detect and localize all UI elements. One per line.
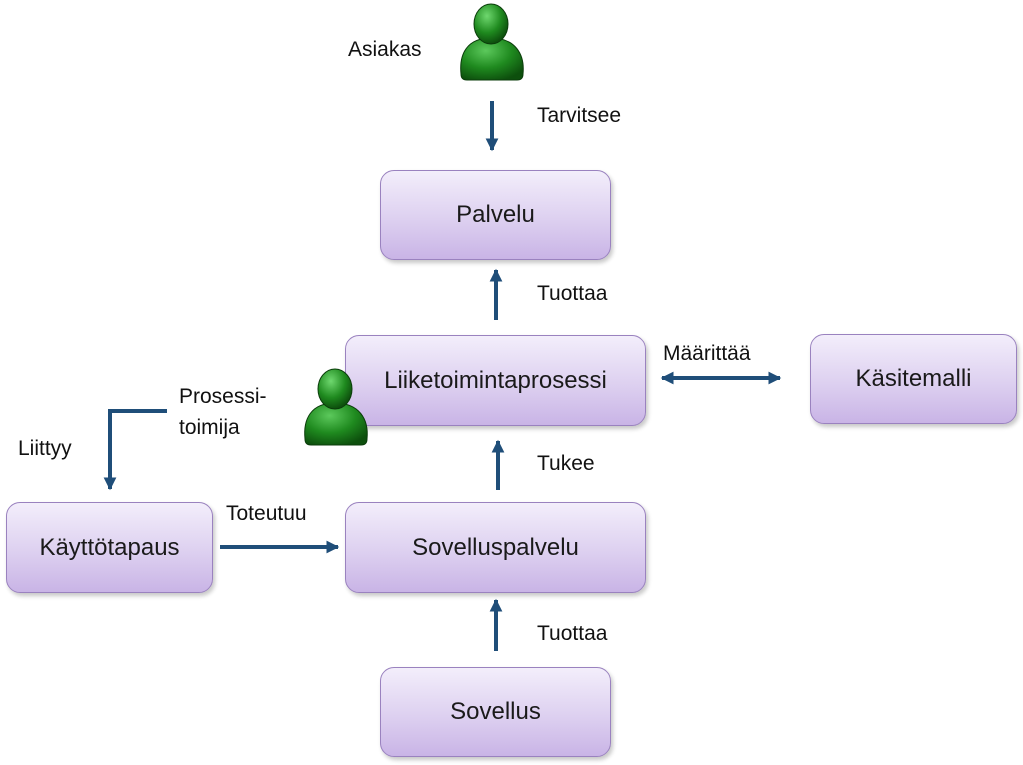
tarvitsee-label: Tarvitsee	[537, 104, 622, 127]
liiketoimintaprosessi-label: Liiketoimintaprosessi	[384, 366, 607, 394]
toteutuu-label: Toteutuu	[226, 502, 307, 525]
asiakas-label: Asiakas	[348, 38, 422, 61]
prosessitoimija-person-icon	[304, 368, 368, 446]
prosessitoimija-label-line2: toimija	[179, 416, 240, 439]
sovelluspalvelu-box: Sovelluspalvelu	[345, 502, 646, 593]
sovellus-label: Sovellus	[450, 698, 541, 725]
sovelluspalvelu-label: Sovelluspalvelu	[412, 533, 579, 561]
kasitemalli-label: Käsitemalli	[855, 365, 972, 392]
palvelu-label: Palvelu	[456, 201, 535, 228]
tuottaa-bottom-label: Tuottaa	[537, 622, 608, 645]
kasitemalli-box: Käsitemalli	[810, 334, 1017, 424]
liiketoimintaprosessi-box: Liiketoimintaprosessi	[345, 335, 646, 426]
sovellus-box: Sovellus	[380, 667, 611, 757]
tuottaa-top-label: Tuottaa	[537, 282, 608, 305]
kayttotapaus-box: Käyttötapaus	[6, 502, 213, 593]
kayttotapaus-label: Käyttötapaus	[39, 533, 180, 561]
tukee-label: Tukee	[537, 452, 595, 475]
liittyy-arrow	[103, 409, 167, 491]
palvelu-box: Palvelu	[380, 170, 611, 260]
liittyy-label: Liittyy	[18, 437, 72, 460]
prosessitoimija-label-line1: Prosessi-	[179, 385, 267, 408]
maarittaa-label: Määrittää	[663, 342, 751, 365]
asiakas-person-icon	[460, 3, 524, 81]
